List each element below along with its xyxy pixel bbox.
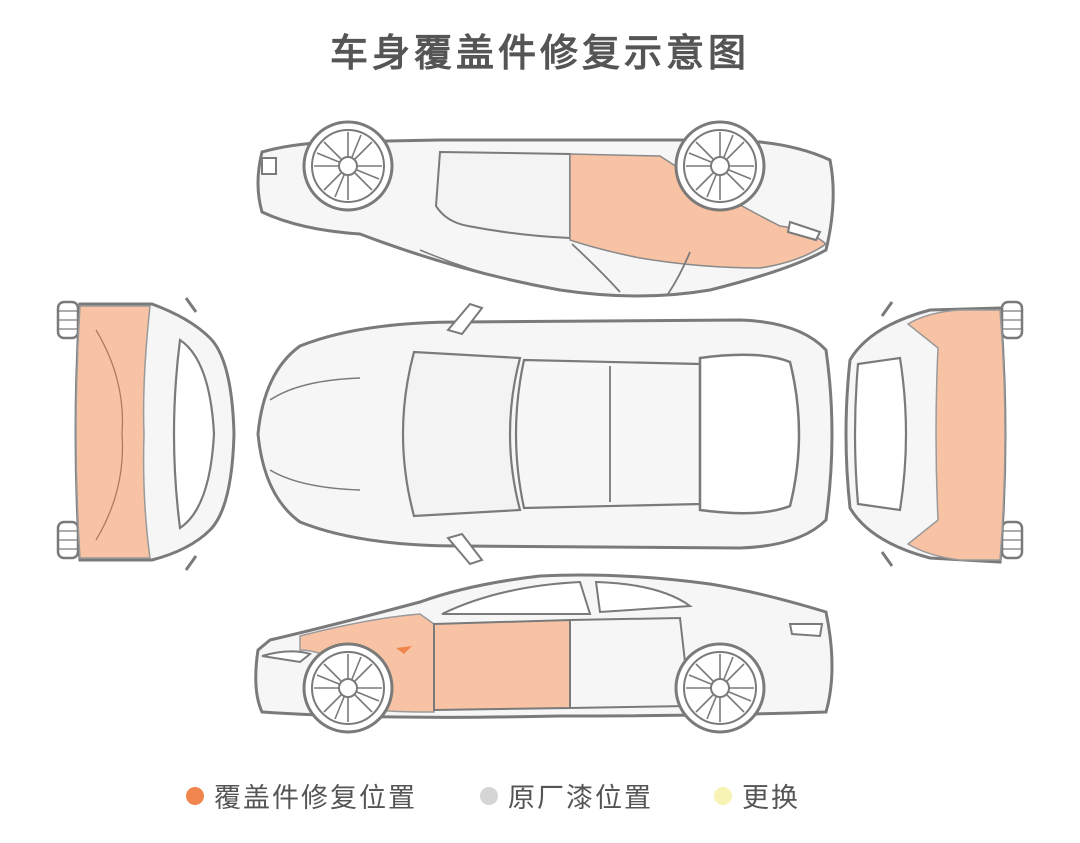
side-view-upper: [256, 120, 835, 298]
legend-item-original: 原厂漆位置: [480, 776, 653, 815]
legend-dot-replace: [714, 786, 732, 805]
legend-label-repair: 覆盖件修复位置: [214, 783, 417, 814]
front-view: [56, 297, 236, 571]
diagram-title: 车身覆盖件修复示意图: [329, 31, 750, 75]
rear-view: [844, 300, 1024, 567]
legend-dot-original: [480, 786, 498, 805]
top-view: [256, 302, 834, 566]
legend: 覆盖件修复位置 原厂漆位置 更换: [0, 776, 1080, 816]
legend-label-replace: 更换: [742, 783, 800, 814]
legend-item-repair: 覆盖件修复位置: [186, 776, 417, 815]
legend-label-original: 原厂漆位置: [508, 783, 653, 814]
legend-dot-repair: [186, 786, 204, 805]
side-view-lower: [254, 573, 834, 734]
legend-item-replace: 更换: [714, 776, 800, 815]
